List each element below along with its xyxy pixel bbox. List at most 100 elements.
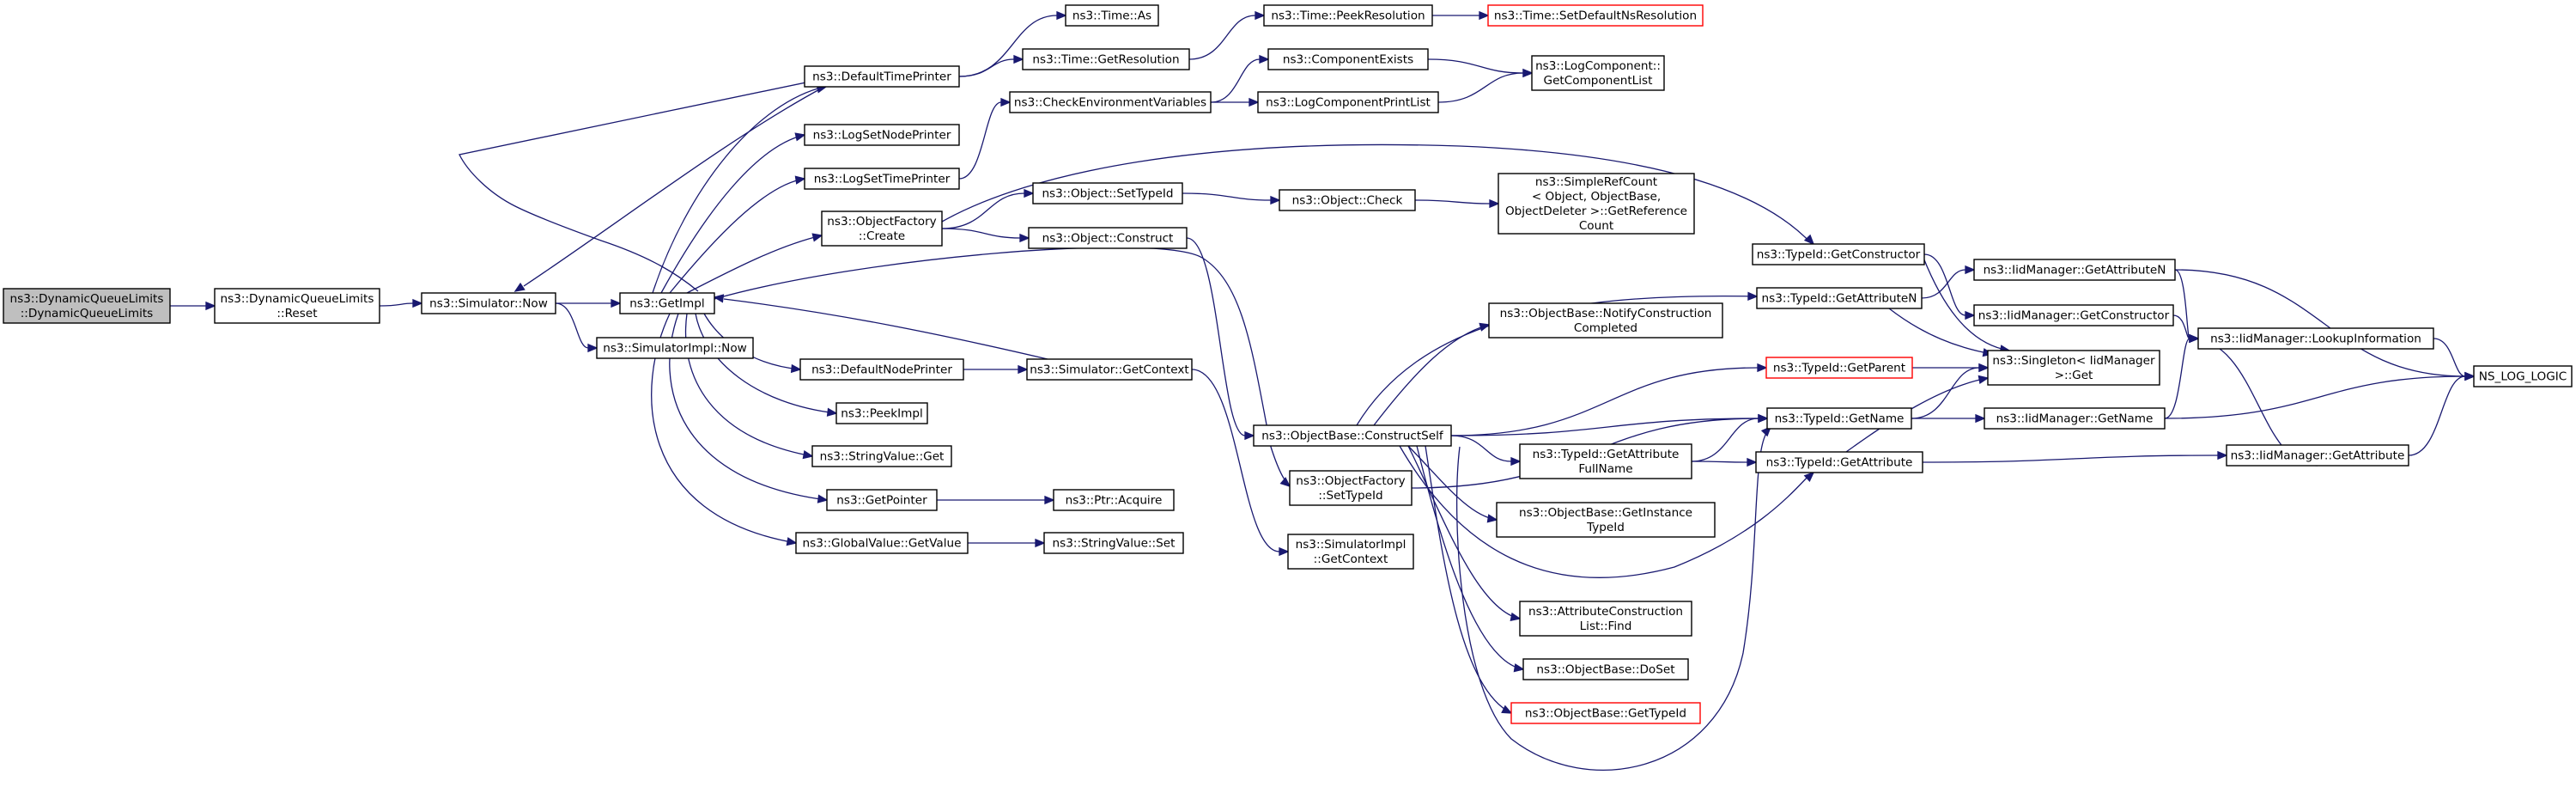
node-typeid-getname[interactable]: ns3::TypeId::GetName [1766, 407, 1912, 430]
edge-getimpl-to-objfactory-settypeid [714, 247, 1291, 488]
node-getcomplist[interactable]: ns3::LogComponent::GetComponentList [1531, 55, 1665, 91]
edge-defaulttimeprinter-to-time-getres [958, 54, 1024, 77]
node-peekimpl[interactable]: ns3::PeekImpl [835, 402, 928, 424]
node-stringvalue-get[interactable]: ns3::StringValue::Get [811, 445, 952, 467]
node-iid-getattribute[interactable]: ns3::IidManager::GetAttribute [2226, 444, 2409, 467]
node-getpointer[interactable]: ns3::GetPointer [826, 489, 938, 511]
node-label: ::Reset [276, 307, 317, 320]
node-label: ns3::DynamicQueueLimits [221, 292, 374, 306]
node-objbase-gettypeid[interactable]: ns3::ObjectBase::GetTypeId [1510, 702, 1701, 724]
node-label: ns3::ComponentExists [1283, 53, 1413, 67]
node-time-getres[interactable]: ns3::Time::GetResolution [1022, 48, 1190, 70]
node-reset[interactable]: ns3::DynamicQueueLimits::Reset [214, 288, 380, 324]
node-simplerefcount[interactable]: ns3::SimpleRefCount< Object, ObjectBase,… [1498, 173, 1695, 235]
edge-typeid-getattributen-to-iid-getattributen [1921, 265, 1976, 299]
node-singleton-get[interactable]: ns3::Singleton< IidManager>::Get [1987, 350, 2160, 386]
node-simimpl-now[interactable]: ns3::SimulatorImpl::Now [596, 337, 754, 359]
node-dost[interactable]: ns3::ObjectBase::DoSet [1522, 658, 1689, 680]
edge-globalvalue-get-to-stringvalue-set [967, 538, 1046, 548]
node-box [804, 168, 960, 190]
node-box [1267, 48, 1429, 70]
node-box [1253, 424, 1452, 447]
node-simimpl-getcontext[interactable]: ns3::SimulatorImpl::GetContext [1287, 534, 1414, 570]
edge-compexists-to-getcomplist [1427, 58, 1534, 78]
node-time-peekres[interactable]: ns3::Time::PeekResolution [1263, 4, 1433, 27]
node-label: ns3::Simulator::GetContext [1030, 363, 1189, 377]
node-iid-getconstructor[interactable]: ns3::IidManager::GetConstructor [1973, 304, 2174, 326]
node-getimpl[interactable]: ns3::GetImpl [619, 292, 715, 314]
node-obj-construct[interactable]: ns3::Object::Construct [1028, 227, 1188, 249]
node-label: ns3::StringValue::Get [820, 450, 945, 464]
node-box [1756, 287, 1923, 309]
node-logsetnodeprinter[interactable]: ns3::LogSetNodePrinter [804, 124, 960, 146]
edge-defaulttimeprinter-to-sim-now [513, 86, 825, 292]
node-box [1766, 407, 1912, 430]
node-typeid-getparent[interactable]: ns3::TypeId::GetParent [1765, 357, 1913, 379]
edge-time-peekres-to-time-setdefault [1432, 10, 1490, 21]
node-obj-check[interactable]: ns3::Object::Check [1279, 189, 1416, 211]
node-sim-getcontext[interactable]: ns3::Simulator::GetContext [1026, 358, 1193, 381]
node-box [1510, 702, 1701, 724]
node-label: ns3::StringValue::Set [1053, 537, 1176, 551]
edge-iid-getname-to-iid-lookupinfo [2164, 333, 2200, 419]
node-typeid-getattribute[interactable]: ns3::TypeId::GetAttribute [1755, 451, 1923, 473]
node-compexists[interactable]: ns3::ComponentExists [1267, 48, 1429, 70]
node-box [799, 358, 964, 381]
node-obj-settypeid[interactable]: ns3::Object::SetTypeId [1032, 182, 1183, 204]
node-ptr-acquire[interactable]: ns3::Ptr::Acquire [1053, 489, 1175, 511]
node-defaultnodeprinter[interactable]: ns3::DefaultNodePrinter [799, 358, 964, 381]
node-iid-getname[interactable]: ns3::IidManager::GetName [1984, 407, 2166, 430]
node-constructself[interactable]: ns3::ObjectBase::ConstructSelf [1253, 424, 1452, 447]
node-label: ns3::Simulator::Now [429, 297, 548, 311]
node-checkenv[interactable]: ns3::CheckEnvironmentVariables [1009, 91, 1212, 113]
node-stringvalue-set[interactable]: ns3::StringValue::Set [1043, 532, 1184, 554]
node-label: ObjectDeleter >::GetReference [1505, 204, 1687, 218]
node-ns-log-logic[interactable]: NS_LOG_LOGIC [2473, 365, 2573, 387]
node-label: ns3::LogComponentPrintList [1266, 96, 1431, 110]
node-box [1488, 302, 1723, 339]
node-notifyconstruction[interactable]: ns3::ObjectBase::NotifyConstructionCompl… [1488, 302, 1723, 339]
edge-typeid-getname-to-singleton-get [1911, 363, 1990, 419]
node-box [1032, 182, 1183, 204]
node-typeid-getconstructor[interactable]: ns3::TypeId::GetConstructor [1752, 243, 1925, 265]
node-label: >::Get [2055, 369, 2093, 382]
node-objfactory-settypeid[interactable]: ns3::ObjectFactory::SetTypeId [1289, 470, 1413, 506]
edge-constructself-to-typeid-getattribute [1399, 445, 1815, 578]
node-sim-now[interactable]: ns3::Simulator::Now [421, 292, 556, 314]
edge-objfactory-create-to-obj-construct [941, 228, 1030, 243]
node-root[interactable]: ns3::DynamicQueueLimits::DynamicQueueLim… [3, 288, 171, 324]
edge-sim-getcontext-to-getimpl [713, 294, 1048, 360]
edge-constructself-to-objbase-gettypeid [1425, 445, 1513, 714]
node-objfactory-create[interactable]: ns3::ObjectFactory::Create [821, 210, 943, 247]
node-typeid-getattributen[interactable]: ns3::TypeId::GetAttributeN [1756, 287, 1923, 309]
node-label: ns3::LogComponent:: [1535, 59, 1661, 73]
node-label: ns3::ObjectBase::GetInstance [1519, 506, 1692, 520]
node-box [804, 65, 960, 88]
node-label: ns3::ObjectBase::DoSet [1536, 663, 1674, 677]
node-iid-lookupinfo[interactable]: ns3::IidManager::LookupInformation [2197, 327, 2434, 350]
node-globalvalue-get[interactable]: ns3::GlobalValue::GetValue [795, 532, 969, 554]
node-label: TypeId [1586, 521, 1625, 534]
node-logsettimeprinter[interactable]: ns3::LogSetTimePrinter [804, 168, 960, 190]
node-label: ns3::ObjectBase::NotifyConstruction [1500, 307, 1712, 320]
edge-typeid-getconstructor-to-iid-getconstructor [1923, 253, 1976, 320]
node-box [1973, 304, 2174, 326]
node-defaulttimeprinter[interactable]: ns3::DefaultTimePrinter [804, 65, 960, 88]
node-label: ns3::Time::As [1072, 9, 1151, 23]
node-logcompprintlist[interactable]: ns3::LogComponentPrintList [1257, 91, 1439, 113]
node-box [1026, 358, 1193, 381]
edge-checkenv-to-compexists [1210, 54, 1270, 103]
node-iid-getattributen[interactable]: ns3::IidManager::GetAttributeN [1973, 259, 2176, 281]
edge-logsettimeprinter-to-checkenv [958, 97, 1012, 180]
node-label: ::Create [859, 229, 905, 243]
node-time-setdefault[interactable]: ns3::Time::SetDefaultNsResolution [1487, 4, 1704, 27]
node-box [1531, 55, 1665, 91]
node-time-as[interactable]: ns3::Time::As [1065, 4, 1159, 27]
node-label: ns3::Time::SetDefaultNsResolution [1494, 9, 1697, 23]
edge-sim-now-to-simimpl-now [555, 302, 598, 353]
